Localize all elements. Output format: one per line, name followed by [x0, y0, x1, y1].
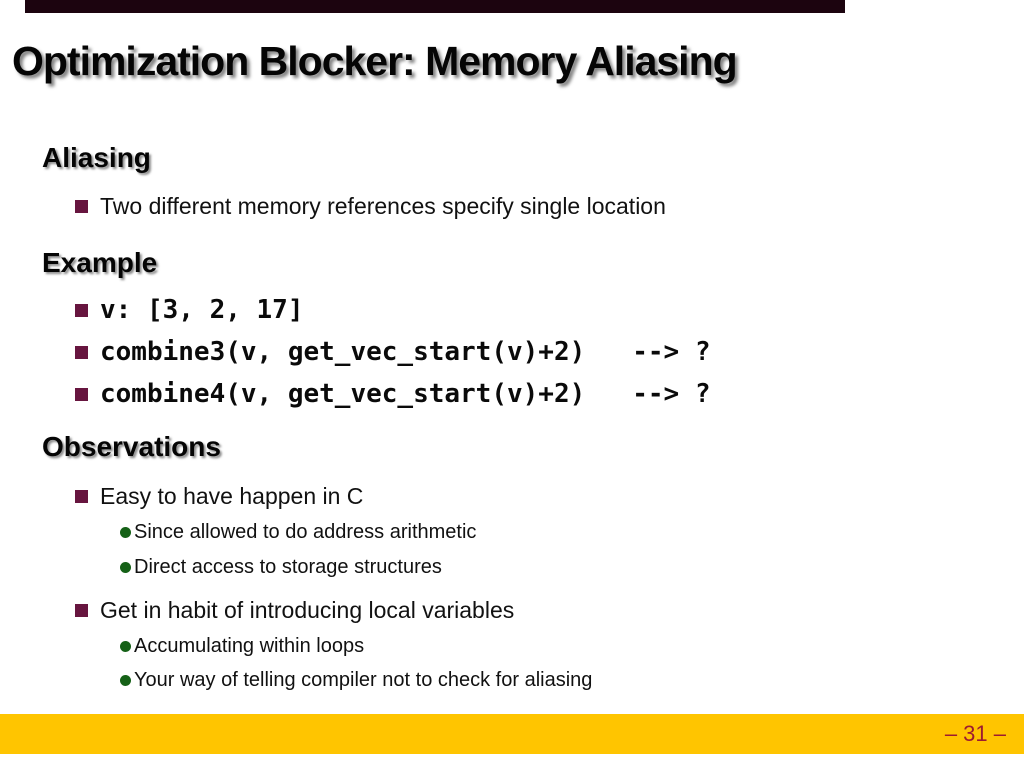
sub-bullet-item: Direct access to storage structures [120, 556, 442, 579]
bullet-text: Easy to have happen in C [100, 483, 364, 509]
sub-bullet-text: Since allowed to do address arithmetic [134, 521, 477, 543]
slide-title: Optimization Blocker: Memory Aliasing [12, 38, 738, 84]
bullet-item: combine3(v, get_vec_start(v)+2) --> ? [75, 337, 710, 367]
section-heading-observations: Observations [42, 431, 221, 462]
bullet-item: Two different memory references specify … [75, 193, 666, 220]
bullet-text: Get in habit of introducing local variab… [100, 597, 515, 623]
page-number: – 31 – [944, 721, 1006, 746]
bullet-circle-icon [120, 675, 131, 686]
bullet-square-icon [75, 200, 88, 213]
bullet-code-text: v: [3, 2, 17] [100, 295, 304, 325]
sub-bullet-text: Your way of telling compiler not to chec… [134, 669, 593, 691]
bullet-item: v: [3, 2, 17] [75, 295, 304, 325]
bullet-item: Get in habit of introducing local variab… [75, 597, 514, 624]
section-heading-aliasing: Aliasing [42, 142, 151, 173]
sub-bullet-text: Accumulating within loops [134, 635, 365, 657]
section-heading-example: Example [42, 247, 158, 278]
bullet-text: Two different memory references specify … [100, 193, 666, 219]
bullet-square-icon [75, 303, 88, 317]
bullet-item: combine4(v, get_vec_start(v)+2) --> ? [75, 379, 710, 409]
sub-bullet-text: Direct access to storage structures [134, 556, 442, 578]
footer-bar: – 31 – [0, 714, 1024, 754]
sub-bullet-item: Accumulating within loops [120, 635, 364, 658]
bullet-code-text: combine4(v, get_vec_start(v)+2) --> ? [100, 379, 711, 409]
sub-bullet-item: Since allowed to do address arithmetic [120, 521, 476, 544]
bullet-circle-icon [120, 641, 131, 652]
bullet-square-icon [75, 387, 88, 401]
bullet-circle-icon [120, 527, 131, 538]
bullet-code-text: combine3(v, get_vec_start(v)+2) --> ? [100, 337, 711, 367]
top-accent-bar [25, 0, 845, 13]
bullet-square-icon [75, 490, 88, 503]
bullet-circle-icon [120, 562, 131, 573]
sub-bullet-item: Your way of telling compiler not to chec… [120, 669, 592, 692]
bullet-item: Easy to have happen in C [75, 483, 363, 510]
bullet-square-icon [75, 345, 88, 359]
bullet-square-icon [75, 604, 88, 617]
